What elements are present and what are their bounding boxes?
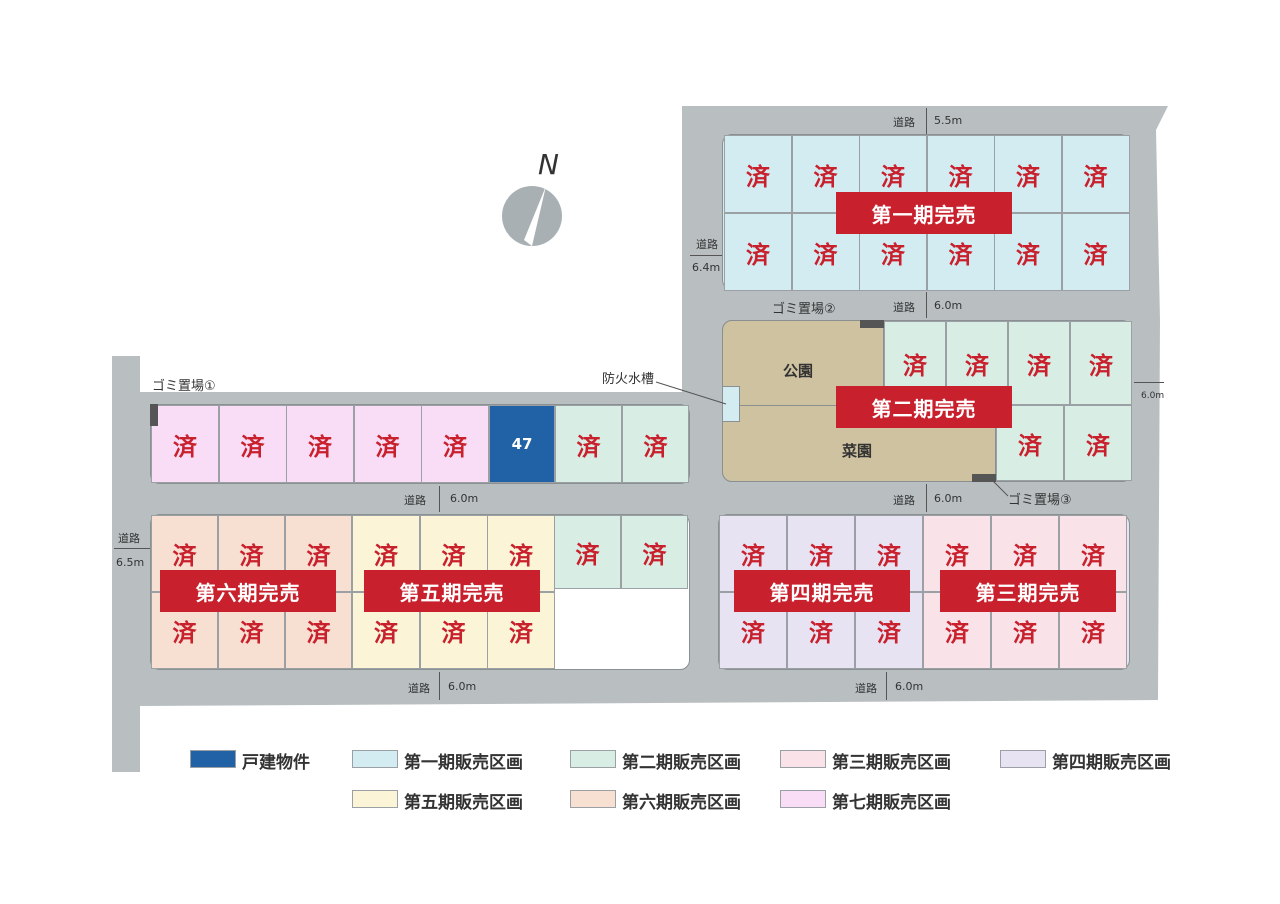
house-lot-47: 47	[489, 405, 555, 483]
road-left-top-word: 道路	[696, 238, 718, 251]
road-mid-left-word: 道路	[404, 494, 426, 507]
phase1-lot: 済	[994, 135, 1062, 213]
road-left-top-width: 6.4m	[692, 261, 721, 274]
legend-label: 第四期販売区画	[1052, 753, 1171, 773]
phase2-lot: 済	[1008, 321, 1070, 405]
phase2-lot: 済	[1064, 405, 1132, 481]
road-mid-left-arrow	[439, 486, 440, 512]
road-bottom-left-word: 道路	[408, 682, 430, 695]
phase7-lot: 済	[218, 405, 287, 483]
north-compass: N	[500, 148, 570, 250]
fire-tank-leader	[655, 381, 727, 405]
phase5-lot: 済	[352, 515, 420, 592]
legend-swatch	[352, 750, 398, 768]
fire-tank-label: 防火水槽	[602, 372, 655, 387]
phase1-lot: 済	[1061, 135, 1130, 213]
trash-2-label: ゴミ置場②	[772, 302, 836, 317]
road-mid-right-arrow	[926, 484, 927, 512]
trash-2-marker	[860, 320, 884, 328]
garden-label: 菜園	[842, 442, 873, 460]
road-far-left-word: 道路	[118, 532, 140, 545]
legend-label: 戸建物件	[242, 753, 310, 773]
road-mid-right-word: 道路	[893, 494, 915, 507]
phase2-lot: 済	[555, 405, 622, 483]
phase2-lot: 済	[554, 515, 621, 589]
road-far-left-arrow	[114, 548, 150, 549]
trash-3-label: ゴミ置場③	[1008, 493, 1072, 508]
phase7-lot: 済	[353, 405, 422, 483]
road-bottom-left-arrow	[439, 672, 440, 700]
legend-swatch	[780, 790, 826, 808]
road-mid-top-arrow	[926, 292, 927, 318]
legend-label: 第五期販売区画	[404, 793, 523, 813]
phase1-lot: 済	[1061, 213, 1130, 291]
trash-3-leader	[991, 479, 1009, 497]
phase4-banner: 第四期完売	[734, 570, 910, 612]
fire-tank	[722, 386, 740, 422]
legend-swatch	[570, 750, 616, 768]
road-top-arrow	[926, 108, 927, 134]
legend-swatch	[570, 790, 616, 808]
legend-label: 第三期販売区画	[832, 753, 951, 773]
road-bottom-left-width: 6.0m	[448, 680, 477, 693]
phase2-lot: 済	[621, 515, 688, 589]
road-right-arrow	[1134, 382, 1164, 383]
road-bottom-right-width: 6.0m	[895, 680, 924, 693]
legend-label: 第一期販売区画	[404, 753, 523, 773]
legend-label: 第二期販売区画	[622, 753, 741, 773]
legend-label: 第六期販売区画	[622, 793, 741, 813]
phase6-banner: 第六期完売	[160, 570, 336, 612]
road-mid-top-word: 道路	[893, 301, 915, 314]
legend-swatch	[190, 750, 236, 768]
phase1-lot: 済	[724, 213, 792, 291]
trash-3-marker	[972, 474, 996, 482]
road-top-width: 5.5m	[934, 114, 963, 127]
trash-1-marker	[150, 404, 158, 426]
road-mid-left-width: 6.0m	[450, 492, 479, 505]
road-mid-right-width: 6.0m	[934, 492, 963, 505]
trash-1-label: ゴミ置場①	[152, 379, 216, 394]
legend-swatch	[352, 790, 398, 808]
phase1-lot: 済	[724, 135, 792, 213]
phase1-lot: 済	[791, 135, 860, 213]
road-far-left-width: 6.5m	[116, 556, 145, 569]
north-label: N	[538, 148, 559, 181]
compass-icon	[502, 186, 562, 246]
legend-swatch	[1000, 750, 1046, 768]
park-label: 公園	[783, 362, 814, 380]
phase7-lot: 済	[151, 405, 219, 483]
phase2-lot: 済	[1070, 321, 1132, 405]
phase7-lot: 済	[286, 405, 354, 483]
phase2-lot: 済	[622, 405, 689, 483]
legend-swatch	[780, 750, 826, 768]
phase2-banner: 第二期完売	[836, 386, 1012, 428]
phase5-banner: 第五期完売	[364, 570, 540, 612]
road-bottom-right-word: 道路	[855, 682, 877, 695]
phase1-banner: 第一期完売	[836, 192, 1012, 234]
road-right-width: 6.0m	[1141, 391, 1165, 401]
phase3-banner: 第三期完売	[940, 570, 1116, 612]
phase2-lot: 済	[996, 405, 1064, 481]
road-mid-top-width: 6.0m	[934, 299, 963, 312]
phase7-lot: 済	[421, 405, 489, 483]
legend-label: 第七期販売区画	[832, 793, 951, 813]
road-left-top-arrow	[690, 255, 722, 256]
road-bottom-right-arrow	[886, 672, 887, 700]
road-top-word: 道路	[893, 116, 915, 129]
